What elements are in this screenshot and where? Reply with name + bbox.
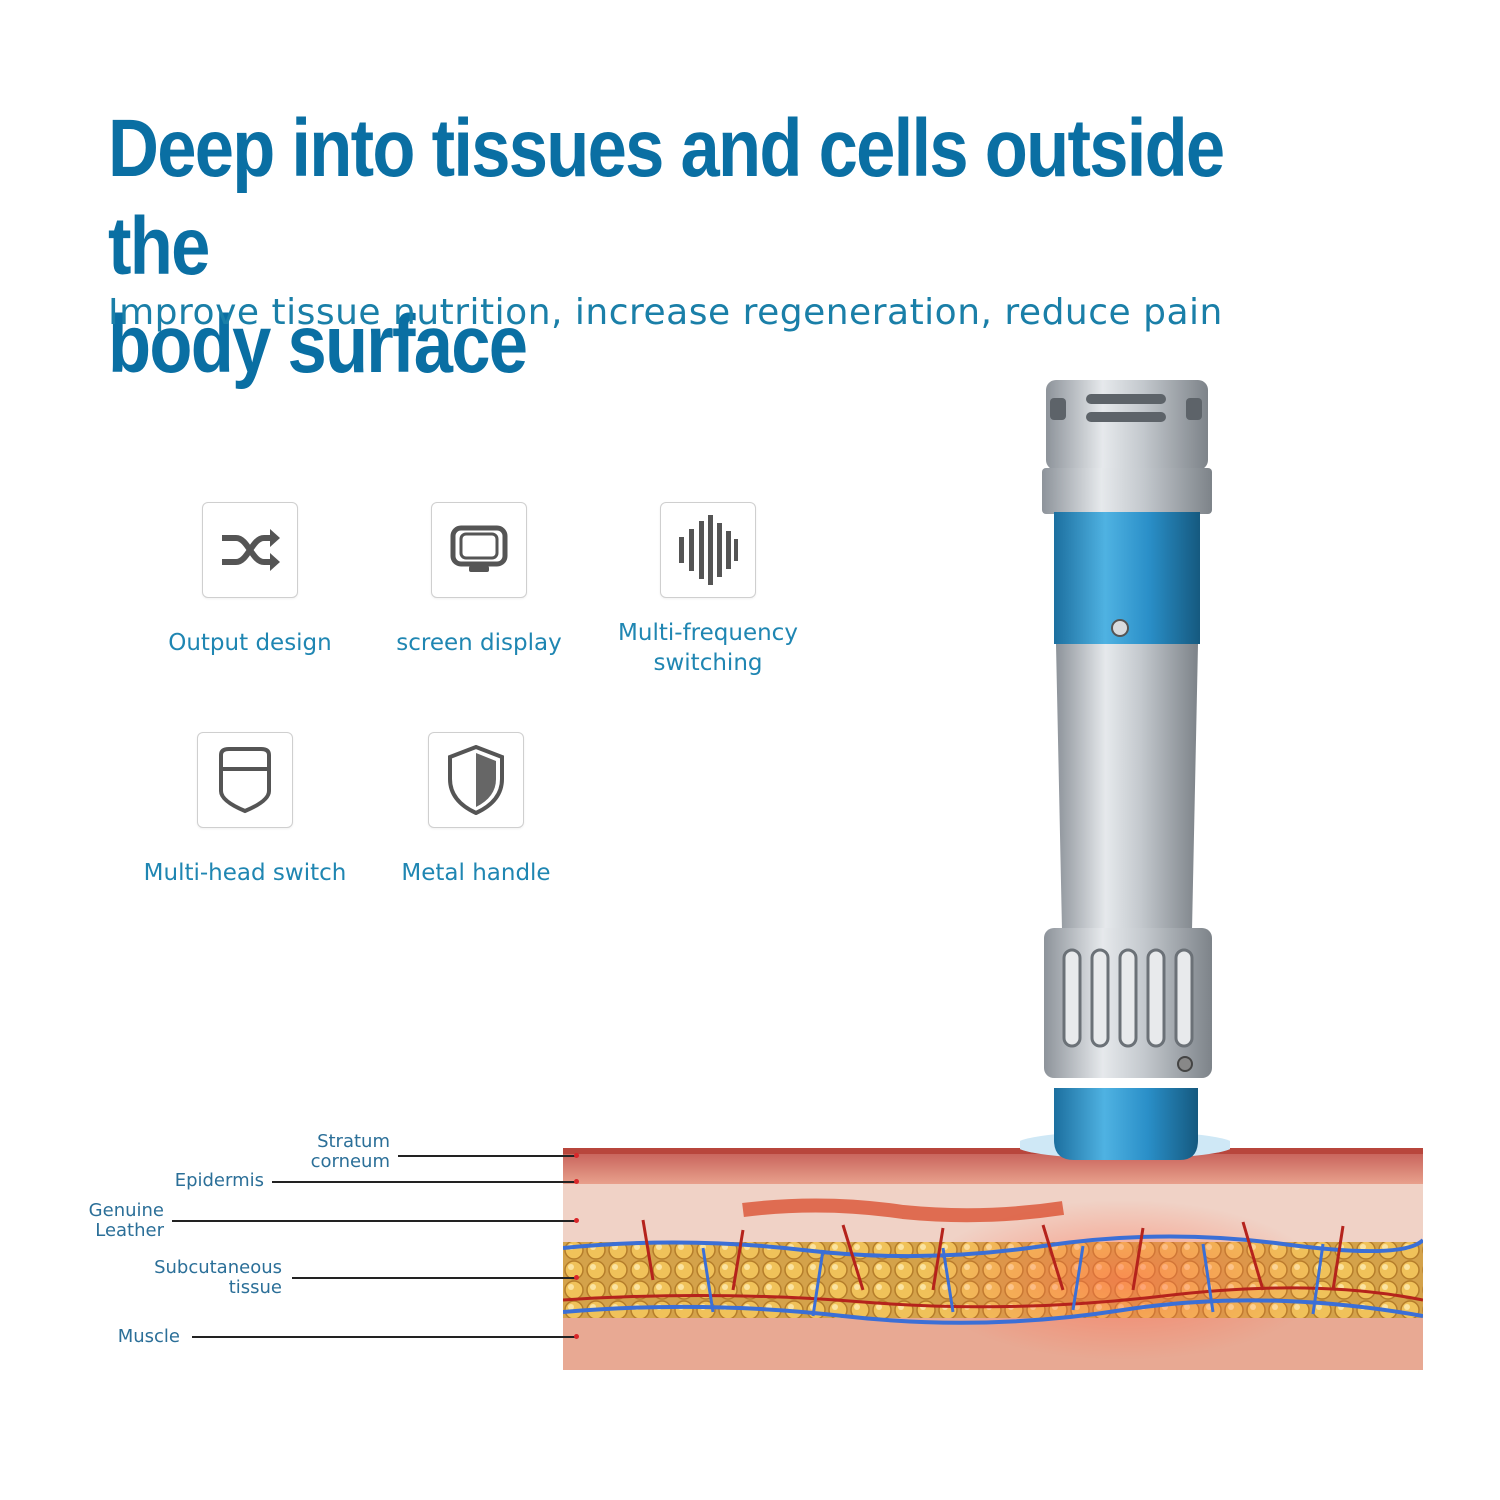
stratum-corneum-layer xyxy=(563,1148,1423,1154)
feature-screen-display: screen display xyxy=(359,502,599,658)
feature-icon-box xyxy=(660,502,756,598)
feature-icon-box xyxy=(431,502,527,598)
leader-line xyxy=(398,1155,576,1157)
shockwave-handpiece xyxy=(1020,380,1230,1160)
leader-line xyxy=(272,1181,576,1183)
feature-multi-frequency: Multi-frequency switching xyxy=(588,502,828,678)
grip-slot xyxy=(1062,948,1082,1048)
grip-slot xyxy=(1118,948,1138,1048)
vein-network xyxy=(563,1298,1423,1325)
leader-line xyxy=(172,1220,576,1222)
handpiece-body xyxy=(1056,644,1198,930)
artery-branch xyxy=(641,1219,1345,1291)
feature-icon-box xyxy=(428,732,524,828)
feature-label: screen display xyxy=(396,630,562,656)
layer-label-genuine-leather: Genuine Leather xyxy=(88,1200,164,1241)
vent-slot xyxy=(1050,398,1066,420)
handpiece-cap xyxy=(1046,380,1208,470)
treatment-glow xyxy=(923,1200,1323,1360)
feature-label: Output design xyxy=(168,630,332,656)
vent-slot xyxy=(1086,394,1166,404)
feature-label: Multi-head switch xyxy=(143,860,347,886)
feature-icon-box xyxy=(197,732,293,828)
epidermis-layer xyxy=(563,1152,1423,1184)
half-shield-icon xyxy=(448,745,504,815)
blue-band xyxy=(1054,512,1200,644)
leader-line xyxy=(192,1336,576,1338)
vent-slot xyxy=(1086,412,1166,422)
feature-multi-head-switch: Multi-head switch xyxy=(125,732,365,888)
headline-line-2: body surface xyxy=(108,299,528,390)
subtitle: Improve tissue nutrition, increase regen… xyxy=(108,292,1223,333)
leader-dot xyxy=(574,1179,579,1184)
grip-slot xyxy=(1174,948,1194,1048)
layer-label-muscle: Muscle xyxy=(117,1326,180,1347)
feature-icon-box xyxy=(202,502,298,598)
shield-outline-icon xyxy=(219,747,271,814)
sound-wave-icon xyxy=(679,515,738,585)
layer-label-epidermis: Epidermis xyxy=(174,1170,264,1191)
grip-slot xyxy=(1146,948,1166,1048)
leader-dot xyxy=(574,1153,579,1158)
leader-dot xyxy=(574,1334,579,1339)
monitor-icon xyxy=(450,525,508,572)
skin-cross-section xyxy=(563,1148,1423,1370)
feature-metal-handle: Metal handle xyxy=(356,732,596,888)
headline: Deep into tissues and cells outside the … xyxy=(108,100,1226,394)
leader-dot xyxy=(574,1218,579,1223)
leader-dot xyxy=(574,1275,579,1280)
blood-vessel xyxy=(742,1198,1065,1223)
leader-line xyxy=(292,1277,576,1279)
layer-label-stratum-corneum: Stratum corneum xyxy=(310,1131,390,1172)
shuffle-icon xyxy=(222,529,280,571)
layer-label-subcutaneous-tissue: Subcutaneous tissue xyxy=(154,1257,282,1298)
vein-branch xyxy=(701,1243,1325,1317)
feature-label: Multi-frequency switching xyxy=(618,620,798,676)
grip-button xyxy=(1177,1056,1193,1072)
screw xyxy=(1111,619,1129,637)
headline-line-1: Deep into tissues and cells outside the xyxy=(108,103,1225,292)
feature-label: Metal handle xyxy=(401,860,551,886)
vein-network xyxy=(563,1234,1423,1259)
handpiece-collar xyxy=(1042,468,1212,514)
transmitter-head xyxy=(1054,1088,1198,1160)
feature-output-design: Output design xyxy=(130,502,370,658)
grip-slot xyxy=(1090,948,1110,1048)
vent-slot xyxy=(1186,398,1202,420)
